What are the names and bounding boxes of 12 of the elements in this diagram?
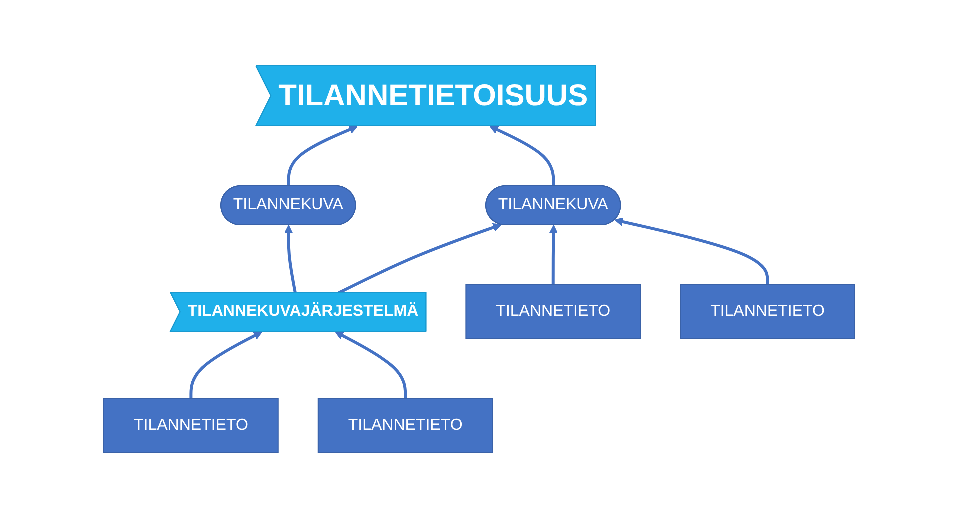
arrow [338,223,502,294]
arrow [287,126,358,187]
node-box: TILANNETIETO [104,398,279,454]
node-box: TILANNETIETO [466,284,642,340]
arrow [190,332,263,399]
arrow [335,332,408,399]
arrow [284,225,297,294]
arrow [549,225,558,285]
arrow [490,126,556,187]
node-box: TILANNETIETO [680,284,856,340]
arrow [614,218,770,285]
node-box: TILANNETIETO [318,398,494,454]
